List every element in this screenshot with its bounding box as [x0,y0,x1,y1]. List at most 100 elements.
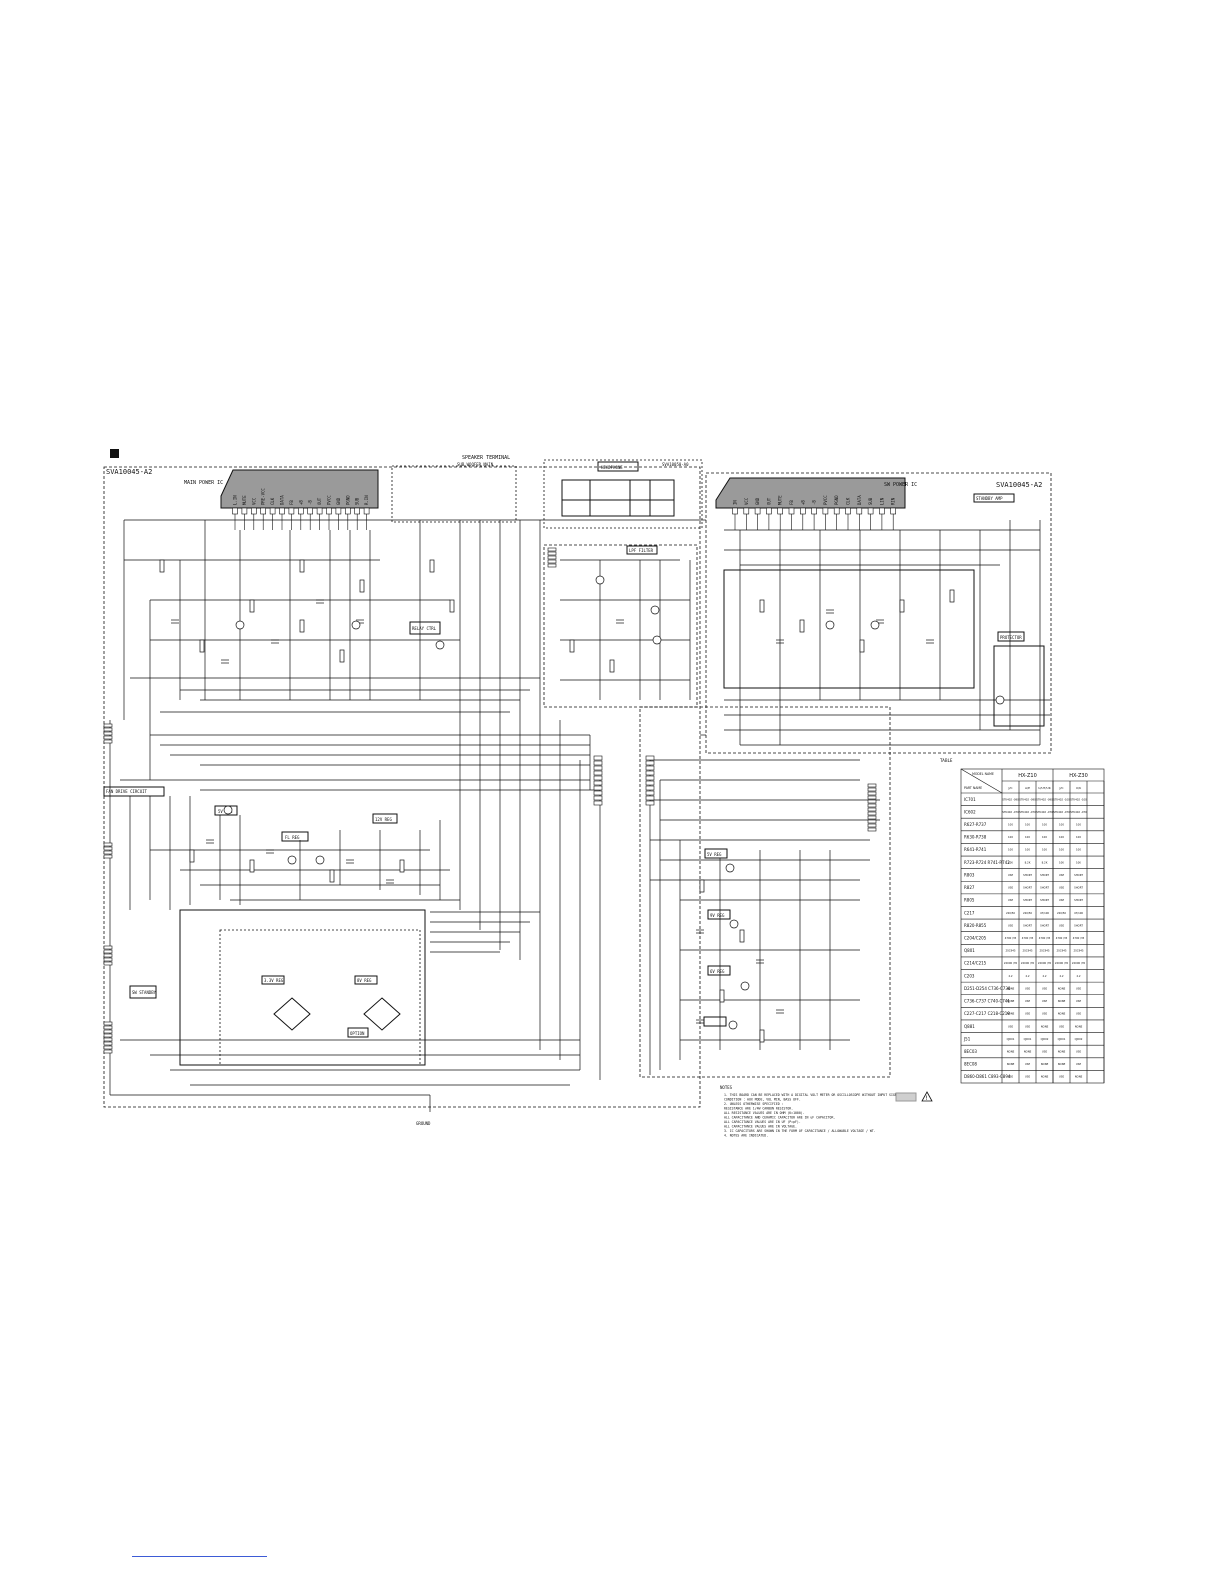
ic-pin [326,507,332,515]
resistor [949,589,955,603]
resistor [249,599,255,613]
transistor [595,575,605,585]
connector-pin [867,811,877,816]
connector-pin [103,953,113,958]
connector-pin [645,800,655,806]
table-cell: 100 [1076,823,1081,827]
table-cell: SHORT [1040,898,1049,902]
note-line: 3. IC CAPACITORS ARE SHOWN IN THE FORM O… [724,1129,876,1133]
reg-9v-label: 9V REG [710,913,725,918]
table-cell: 4700 /35 [1039,936,1051,940]
ic-pin-label: L.IN [233,495,238,505]
table-part-name: C227-C217 C218-C219 [964,1011,1010,1016]
table-cell: USE [1042,1012,1048,1016]
reg-12v-block [372,813,398,824]
ic-pin [288,507,295,515]
table-cell: 2.2 [1042,974,1046,978]
table-part-name: R803 [964,872,975,877]
table-cell: STK402 -070 [1036,810,1053,814]
table-cell: NONE [1041,1062,1049,1066]
table-cell: 100 [1059,848,1064,852]
connector-pin [593,800,603,806]
table-cell: 2SC945 [1039,949,1049,953]
table-cell: USE [1008,1075,1014,1079]
table-part-name: R723-R724 R741-R742 [964,860,1010,865]
ic-pin-label: VCC [744,497,749,505]
transistor [995,695,1005,705]
relay-ctrl-label: RELAY CTRL [412,626,437,631]
page-link-underline[interactable] [132,1556,267,1557]
transistor [825,620,835,630]
table-part-name: 8EC03 [964,1049,977,1054]
table-cell: 100 [1008,848,1013,852]
table-cell: NONE [1007,999,1015,1003]
connector-pin [867,799,877,804]
table-cell: NONE [1007,1049,1015,1053]
fl-reg-label: FL REG [285,835,300,840]
resistor [609,659,615,673]
table-cell: USE [1059,898,1065,902]
table-cell: USE [1059,1024,1065,1028]
table-cell: USE [1008,873,1014,877]
main-power-ic-label: MAIN POWER IC [184,480,223,486]
resistor [449,599,455,613]
table-cell: NONE [1058,986,1066,990]
connector-pin [103,739,113,744]
table-cell: 2.2 [1076,974,1080,978]
reg-6v-block [707,965,731,976]
table-cell: 2SC945 [1056,949,1066,953]
ic-pin [363,507,370,515]
table-cell: STK402 -070 [1053,810,1070,814]
table-part-name: D860-D861 C893-C894 [964,1074,1011,1079]
table-cell: QJ001 [1024,1037,1032,1041]
amp-core-block [723,569,975,689]
resistor [859,639,865,653]
connector-pin [103,1041,113,1046]
ic-pin-label: SUB [868,497,873,505]
ic-pin [833,507,840,515]
table-cell: QJ002 [1041,1037,1049,1041]
resistor [799,619,805,633]
table-model-a: HX-Z10 [1018,773,1037,779]
connector-pin [593,785,603,791]
connector-pin [593,790,603,796]
table-cell: 2.2 [1059,974,1063,978]
transistor [740,981,750,991]
reg-12v-label: 12V REG [375,817,392,822]
ic-pin [335,507,342,515]
lpf-block [543,544,698,708]
ic-pin-label: DATA [857,495,862,505]
connector-pin [103,1033,113,1038]
ic-pin-label: +B [800,500,805,505]
table-cell: NONE [1007,1062,1015,1066]
table-part-name: IC602 [964,809,976,814]
resistor [759,599,765,613]
speaker-terminal [391,465,517,523]
table-cell: 10K [1076,860,1081,864]
protector-block [993,645,1045,727]
table-part-name: R820-R855 [964,923,987,928]
resistor [719,989,725,1003]
table-cell: 22000 /35 [1004,961,1018,965]
table-cell: NONE [1058,1049,1066,1053]
connector-pin [645,760,655,766]
ic-pin-label: PVCC [327,495,332,505]
table-cell: 4700 /35 [1005,936,1017,940]
table-part-name: 8EC08 [964,1062,977,1067]
ic-pin-label: FB [289,500,294,505]
connector-pin [867,783,877,788]
table-cell: USE [1076,999,1082,1003]
ic-pin [766,507,772,515]
table-part-name: R627-R737 [964,822,987,827]
note-line: ALL CAPACITANCE VALUES ARE IN UF (P=pF). [724,1120,801,1124]
connector-pin [645,785,655,791]
reg-5v-b-block [704,848,728,859]
table-cell: SHORT [1074,873,1083,877]
resistor [329,869,335,883]
ic-pin-label: DATA [280,495,285,505]
resistor [159,559,165,573]
ic-pin [279,507,285,515]
connector-pin [103,1037,113,1042]
table-cell: USE [1076,1012,1082,1016]
